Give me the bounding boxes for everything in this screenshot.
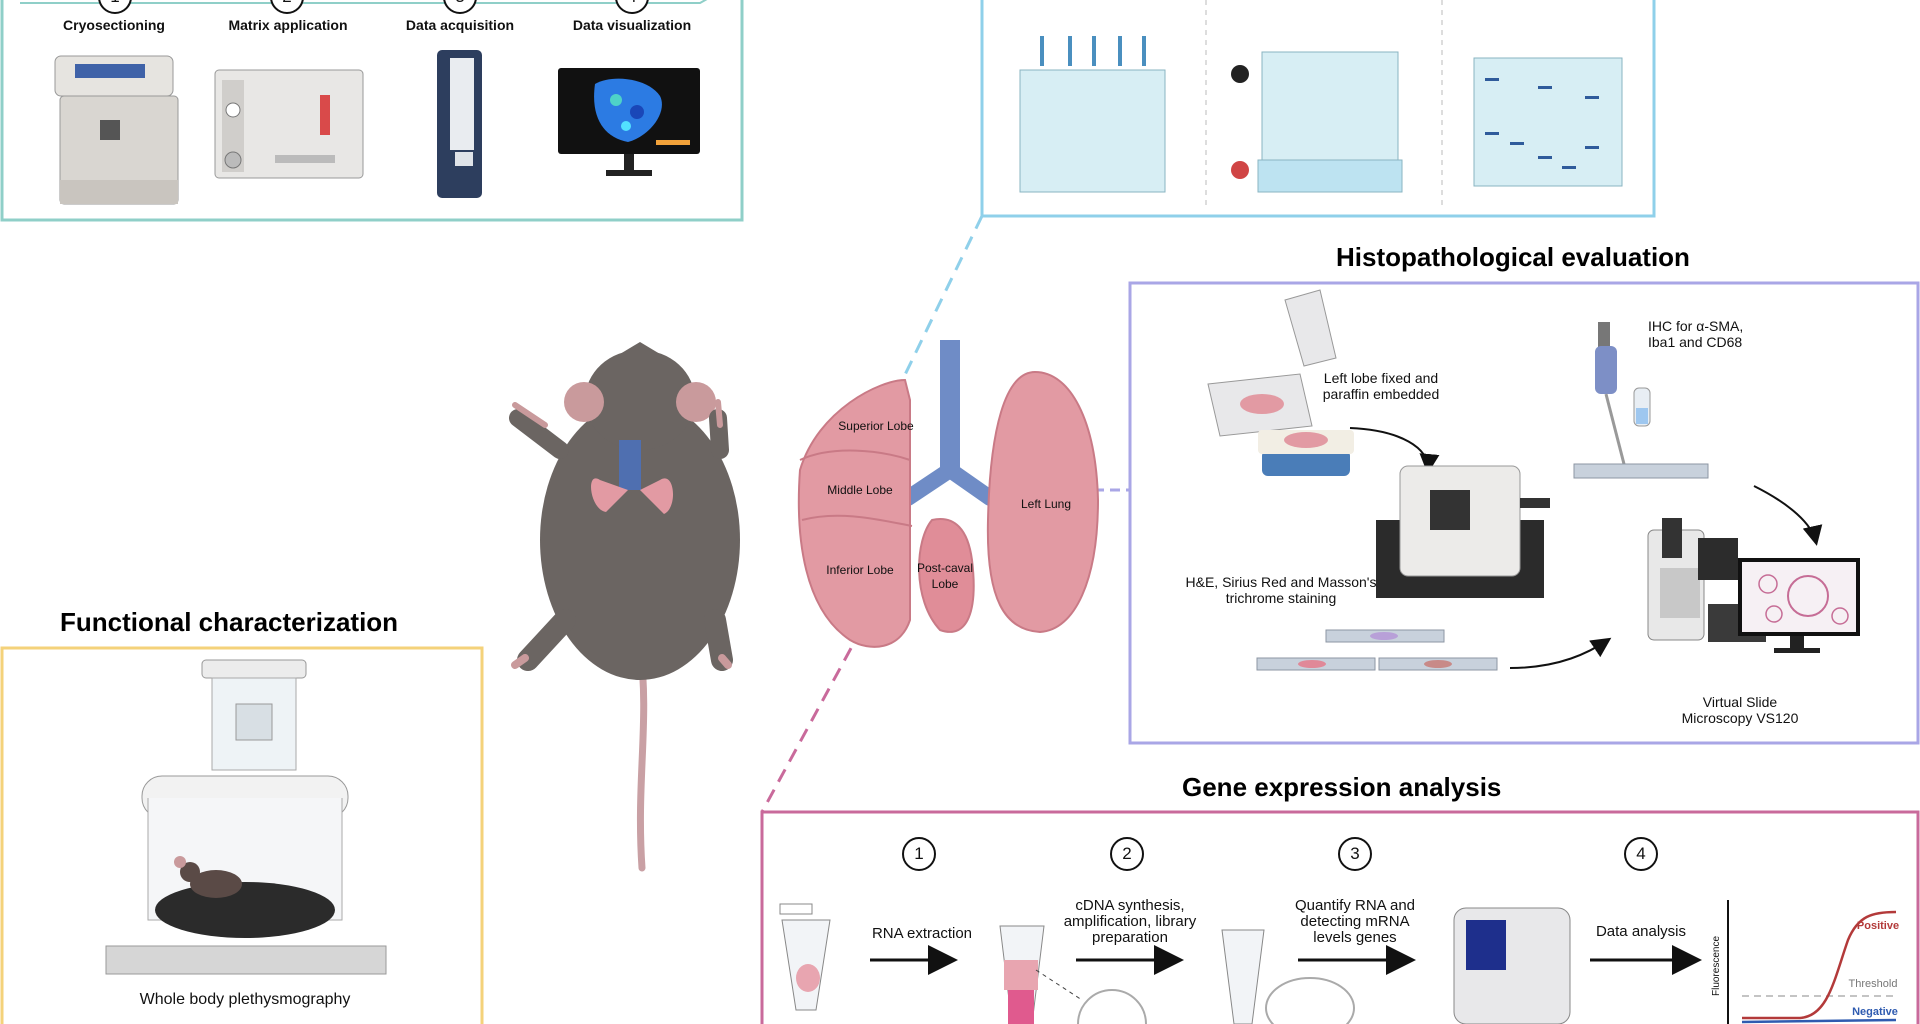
msi-step-label: Cryosectioning <box>63 17 165 33</box>
gene-title: Gene expression analysis <box>1182 772 1502 802</box>
lung-middle-label: Middle Lobe <box>827 483 893 497</box>
gene-step-label: Quantify RNA and detecting mRNA levels g… <box>1294 897 1416 946</box>
histology-monitor-icon <box>1738 558 1860 653</box>
functional-caption: Whole body plethysmography <box>139 991 351 1008</box>
lung-illustration <box>797 340 1100 648</box>
histo-ihc-label: IHC for α-SMA, Iba1 and CD68 <box>1648 318 1744 350</box>
mass-spectrometer-icon <box>437 50 482 198</box>
rna-tube-icon <box>779 903 831 1011</box>
plot-negative-label: Negative <box>1852 1006 1898 1018</box>
lung-inferior-label: Inferior Lobe <box>826 563 894 577</box>
plethysmography-chamber-icon <box>105 659 387 975</box>
mouse-illustration <box>509 342 740 872</box>
gene-panel-frame <box>760 810 1920 1024</box>
cdna-tube-icon <box>999 925 1147 1024</box>
histo-microscopy-label: Virtual Slide Microscopy VS120 <box>1681 694 1799 726</box>
gel-loading-icon <box>1019 36 1166 193</box>
tissue-cassette-icon <box>1207 289 1337 437</box>
microscope-icon <box>1647 518 1766 642</box>
gene-step-label: cDNA synthesis, amplification, library p… <box>1063 897 1197 946</box>
gene-step-label: RNA extraction <box>871 925 973 942</box>
functional-title: Functional characterization <box>60 607 399 637</box>
quant-tube-icon <box>1221 929 1355 1024</box>
plot-ylabel: Fluorescence <box>1711 935 1722 997</box>
electrophoresis-panel-frame <box>980 0 1656 218</box>
gene-step-number: 2 <box>1110 837 1144 871</box>
pipette-icon <box>1595 322 1651 465</box>
msi-step-label: Matrix application <box>228 17 348 33</box>
matrix-sprayer-icon <box>214 69 364 179</box>
gel-running-icon <box>1231 51 1403 193</box>
msi-step-label: Data acquisition <box>405 17 515 33</box>
gel-bands-icon <box>1473 57 1623 187</box>
plot-threshold-label: Threshold <box>1848 978 1898 990</box>
visualization-monitor-icon <box>558 68 700 176</box>
lung-left-label: Left Lung <box>1020 497 1072 511</box>
connector-pink <box>760 627 864 813</box>
paraffin-block-icon <box>1258 430 1354 476</box>
histo-fixed-label: Left lobe fixed and paraffin embedded <box>1322 370 1440 402</box>
msi-step-label: Data visualization <box>572 17 692 33</box>
gene-step-label: Data analysis <box>1595 923 1687 940</box>
slide-ihc-icon <box>1573 463 1709 479</box>
qpcr-machine-icon <box>1453 907 1571 1024</box>
msi-panel-frame <box>0 0 744 222</box>
msi-process-arrow <box>20 0 708 4</box>
histo-staining-label: H&E, Sirius Red and Masson's trichrome s… <box>1185 574 1377 606</box>
histo-title: Histopathological evaluation <box>1336 242 1690 272</box>
histo-panel-frame <box>1128 281 1920 745</box>
amplification-plot <box>1727 900 1897 1024</box>
functional-panel-frame <box>0 646 484 1024</box>
microtome-icon <box>1376 465 1550 598</box>
lung-superior-label: Superior Lobe <box>838 419 914 433</box>
stained-slides-icon <box>1256 629 1498 671</box>
lung-postcaval-label: Post-caval Lobe <box>916 561 974 591</box>
plot-positive-label: Positive <box>1856 920 1900 932</box>
gene-step-number: 1 <box>902 837 936 871</box>
cryostat-icon <box>54 55 179 205</box>
gene-step-number: 3 <box>1338 837 1372 871</box>
connector-blue <box>898 215 984 386</box>
gene-step-number: 4 <box>1624 837 1658 871</box>
